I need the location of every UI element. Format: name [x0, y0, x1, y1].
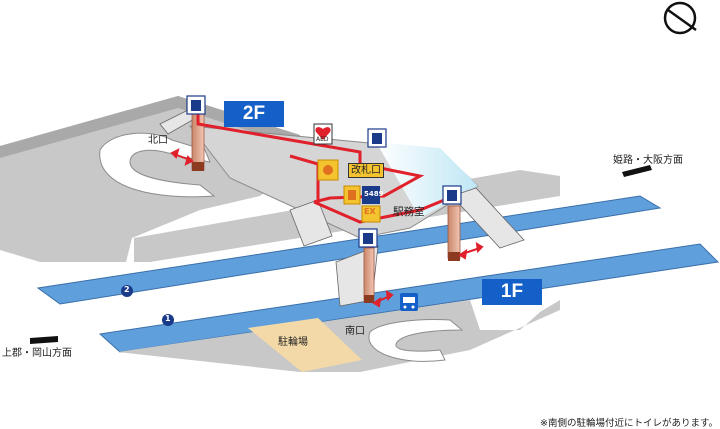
floor-2f-label: 2F: [224, 101, 284, 127]
elevator-icon: [358, 228, 378, 248]
bus-stop-icon: [400, 293, 418, 311]
ticket-machine-icon: [362, 186, 380, 204]
elevator-icon: [442, 185, 462, 205]
platform-2-number: 2: [124, 285, 130, 294]
ticket-gate-label: 改札口: [348, 163, 384, 178]
arrow-left-icon: [30, 336, 58, 344]
ex-ticket-icon: [361, 205, 381, 223]
floor-1f-label: 1F: [482, 279, 542, 305]
elevator-icon: [367, 128, 387, 148]
platform-2-marker: [121, 285, 133, 297]
north-loop-road: [99, 132, 216, 198]
ticket-office-icon: [343, 185, 361, 205]
south-loop-road: [368, 319, 464, 362]
route-arrows: [170, 148, 484, 308]
west-direction-label: 上郡・岡山方面: [2, 348, 72, 359]
south-exit-label: 南口: [345, 326, 365, 337]
south-ground: [118, 300, 560, 372]
aed-label: AED: [316, 136, 329, 143]
north-exit-label: 北口: [148, 135, 168, 146]
ex-label: EX: [364, 207, 376, 216]
bicycle-parking-area: [248, 318, 362, 372]
stamp-icon: [317, 159, 339, 181]
elevator-icon: [186, 95, 206, 115]
compass-icon: [663, 1, 697, 35]
bicycle-parking-label: 駐輪場: [278, 337, 308, 348]
ticket-machine-code: 5489: [364, 190, 384, 198]
platform-1-number: 1: [165, 314, 171, 323]
elevator-shaft-east: [447, 205, 461, 259]
arrow-right-icon: [622, 165, 652, 177]
east-direction-label: 姫路・大阪方面: [613, 155, 683, 166]
toilet-footnote: ※南側の駐輪場付近にトイレがあります。: [540, 418, 719, 429]
platform-1-marker: [162, 314, 174, 326]
aed-icon: [313, 123, 333, 145]
elevator-shaft-south: [363, 247, 375, 301]
station-office-label: 駅務室: [393, 206, 425, 218]
